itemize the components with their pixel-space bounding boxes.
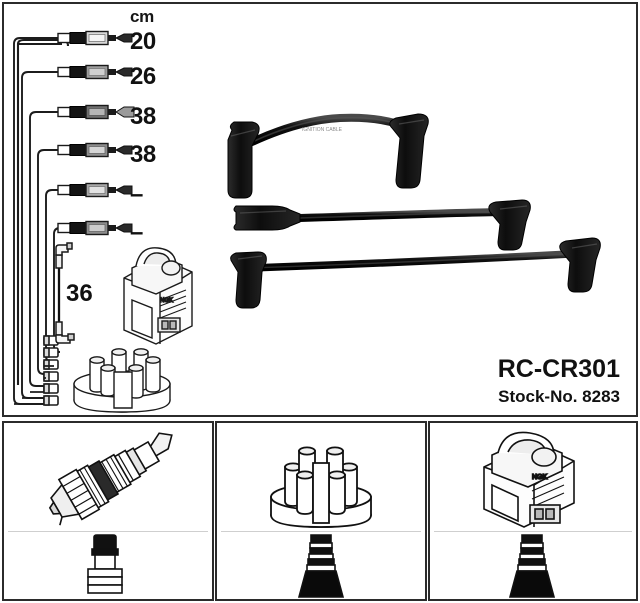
panel-2-divider <box>221 531 421 532</box>
panel-distributor-cap <box>215 421 427 601</box>
panel-ignition-coil: NGK <box>428 421 638 601</box>
coil-boot-icon <box>508 534 556 598</box>
svg-text:NGK: NGK <box>532 474 548 481</box>
panel-1-artwork <box>48 432 173 594</box>
panel-3-divider <box>434 531 632 532</box>
measurement-row-1-value: 20 <box>130 28 156 55</box>
distributor-boot-icon <box>297 534 345 598</box>
panel-3-artwork: NGK <box>483 431 575 598</box>
distributor-cap-icon <box>270 446 372 528</box>
ignition-coil-icon: NGK <box>483 431 575 528</box>
product-label-block: RC-CR301 Stock-No. 8283 <box>360 356 620 407</box>
measurement-row-2-value: 26 <box>130 63 156 90</box>
spark-plug-boot-icon <box>87 534 123 594</box>
measurement-row-5-value: – <box>130 181 144 208</box>
measurement-unit-header: cm <box>130 7 154 26</box>
stock-number: Stock-No. 8283 <box>498 387 620 407</box>
measurement-column: cm 20 26 38 38 – – <box>128 7 190 245</box>
measurement-row-3-value: 38 <box>130 103 156 130</box>
measurement-row-6-value: – <box>130 219 144 246</box>
measurement-row-4-value: 38 <box>130 141 156 168</box>
panel-1-divider <box>8 531 208 532</box>
panel-2-artwork <box>270 446 372 598</box>
spark-plug-icon <box>48 432 173 526</box>
coil-lead-length-label: 36 <box>66 280 93 307</box>
product-code: RC-CR301 <box>497 355 620 383</box>
panel-spark-plug <box>2 421 214 601</box>
